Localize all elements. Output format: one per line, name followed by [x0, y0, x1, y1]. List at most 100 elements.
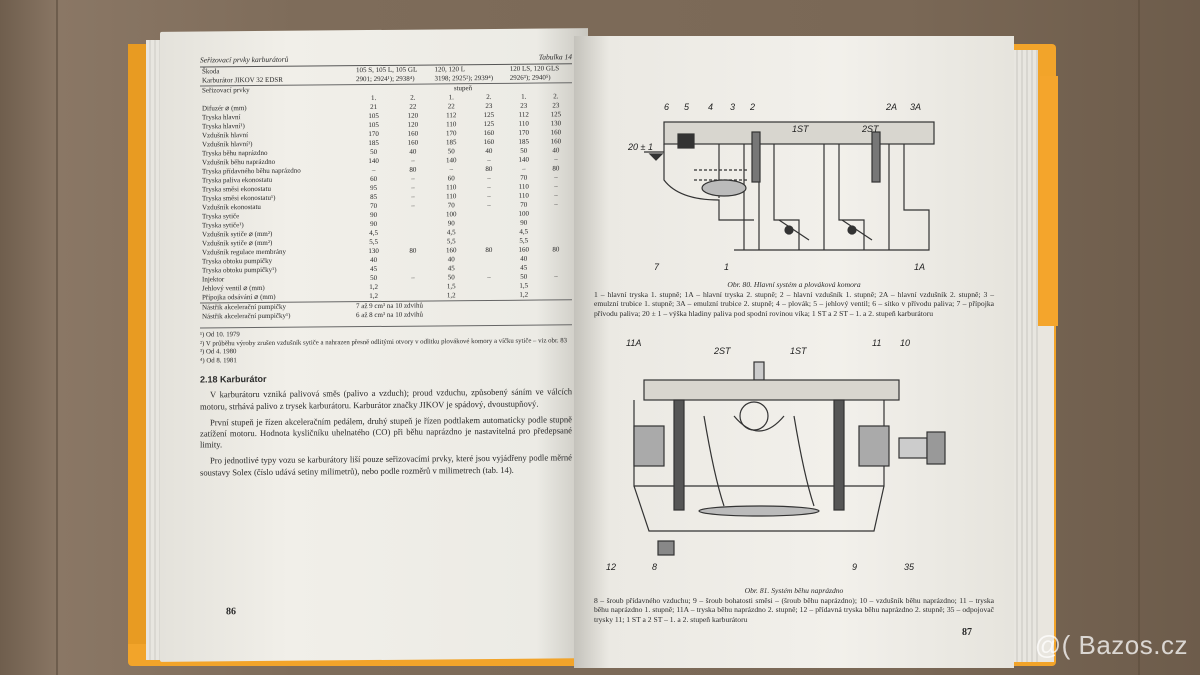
figure-label: 1ST: [792, 124, 810, 134]
cell-value: 21: [370, 102, 378, 112]
stage-label: 2.: [410, 93, 416, 102]
cell-value: 110: [446, 120, 457, 129]
watermark-icon: @(: [1034, 630, 1071, 660]
figure-label: 9: [852, 562, 857, 572]
figure-label: 8: [652, 562, 657, 572]
figure-legend: 8 – šroub přídavného vzduchu; 9 – šroub …: [594, 595, 994, 624]
cell-value: 22: [409, 102, 417, 111]
floor-seam: [56, 0, 58, 675]
cell-value: 1,2: [369, 282, 378, 292]
column-sub: 2926³); 2940⁵): [509, 73, 551, 82]
cell-value: –: [554, 182, 558, 191]
cell-value: [540, 236, 572, 245]
cell-value: 80: [552, 245, 560, 254]
cell-value: [470, 291, 508, 301]
cell-value: 112: [518, 110, 529, 119]
cell-value: 120: [407, 111, 419, 120]
cell-value: 160: [407, 138, 419, 147]
spec-table: Škoda 105 S, 105 L, 105 GL 120, 120 L 12…: [200, 64, 572, 321]
stage-label: 1.: [448, 93, 454, 102]
cell-value: 1,2: [446, 291, 456, 300]
cell-value: [540, 254, 572, 263]
figure-label: 35: [904, 562, 915, 572]
cell-value: 50: [370, 273, 378, 283]
cell-value: 90: [520, 218, 528, 227]
cell-value: 110: [518, 182, 529, 191]
figure-label: 4: [708, 102, 713, 112]
cell-value: 5,5: [519, 236, 529, 245]
section-title: 2.18 Karburátor: [200, 374, 267, 385]
cell-value: –: [449, 165, 454, 174]
page-number: 87: [962, 627, 972, 638]
cell-value: [470, 255, 508, 264]
cell-value: 185: [368, 138, 379, 148]
cell-value: 5,5: [369, 237, 378, 247]
cell-value: [470, 219, 508, 228]
cell-value: 170: [446, 129, 457, 138]
book-cover-edge: [1040, 76, 1058, 326]
cell-value: 125: [483, 110, 495, 120]
book-cover-edge: [1034, 326, 1054, 662]
cell-value: 140: [446, 156, 457, 165]
cell-value: 80: [552, 164, 560, 173]
figure-label: 6: [664, 102, 669, 112]
figure-81-caption: Obr. 81. Systém běhu naprázdno 8 – šroub…: [594, 586, 994, 624]
cell-value: 110: [518, 191, 529, 200]
cell-value: [540, 209, 572, 218]
figure-label: 11A: [626, 338, 641, 348]
cell-value: 1,2: [519, 290, 529, 299]
cell-value: –: [411, 201, 415, 210]
cell-value: 130: [368, 246, 379, 256]
cell-value: 80: [409, 246, 417, 255]
cell-value: –: [487, 182, 491, 192]
figure-80-caption: Obr. 80. Hlavní systém a plováková komor…: [594, 280, 994, 318]
cell-value: [470, 210, 508, 219]
cell-value: –: [554, 155, 558, 164]
cell-value: 5,5: [446, 237, 456, 246]
cell-value: [393, 237, 432, 246]
cell-value: 4,5: [519, 227, 529, 236]
figure-label: 12: [606, 562, 616, 572]
paragraph: V karburátoru vzniká palivová směs (pali…: [200, 386, 572, 412]
figure-label: 10: [900, 338, 910, 348]
watermark: @( Bazos.cz: [1035, 630, 1188, 661]
cell-value: 40: [409, 147, 417, 156]
cell-value: 130: [550, 119, 562, 128]
table-row: Nástřik akcelerační pumpičky¹) 6 až 8 cm…: [200, 309, 572, 321]
figure-80-drawing: 6 5 4 3 2 1ST 2ST 2A 3A 20 ± 1 7 1 1A: [627, 102, 935, 270]
page-stack: [146, 40, 164, 660]
cell-value: 160: [550, 137, 562, 146]
cell-value: 23: [485, 101, 493, 111]
cell-value: 95: [370, 183, 378, 193]
cell-value: 70: [370, 201, 378, 211]
cell-value: –: [487, 191, 491, 201]
cell-value: [393, 264, 432, 273]
cell-value: 185: [446, 138, 457, 147]
cell-value: 160: [483, 137, 495, 147]
cell-value: 70: [520, 173, 528, 182]
figure-title: Obr. 81. Systém běhu naprázdno: [744, 586, 844, 595]
cell-value: 40: [447, 255, 455, 264]
cell-value: [540, 281, 572, 290]
right-page: 6 5 4 3 2 1ST 2ST 2A 3A 20 ± 1 7 1 1A Ob…: [574, 36, 1014, 668]
cell-value: 160: [407, 129, 419, 138]
cell-value: [540, 263, 572, 272]
cell-value: –: [411, 183, 415, 192]
cell-value: [393, 282, 432, 291]
page-number: 86: [226, 606, 236, 618]
cell-value: 170: [518, 128, 530, 137]
figure-label: 7: [654, 262, 660, 270]
cell-value: 160: [483, 128, 495, 138]
footnotes: ¹) Od 10. 1979 ²) V průběhu výroby zruše…: [200, 324, 572, 366]
cell-value: 112: [446, 111, 457, 120]
figure-label: 3: [730, 102, 735, 112]
figure-label: 2A: [885, 102, 897, 112]
cell-value: –: [554, 272, 558, 281]
cell-value: 45: [447, 264, 455, 273]
figure-title: Obr. 80. Hlavní systém a plováková komor…: [727, 280, 861, 289]
cell-value: [470, 282, 508, 291]
cell-value: [540, 218, 572, 227]
figure-label: 2: [749, 102, 755, 112]
cell-value: 90: [370, 219, 378, 229]
cell-value: 40: [485, 146, 493, 156]
